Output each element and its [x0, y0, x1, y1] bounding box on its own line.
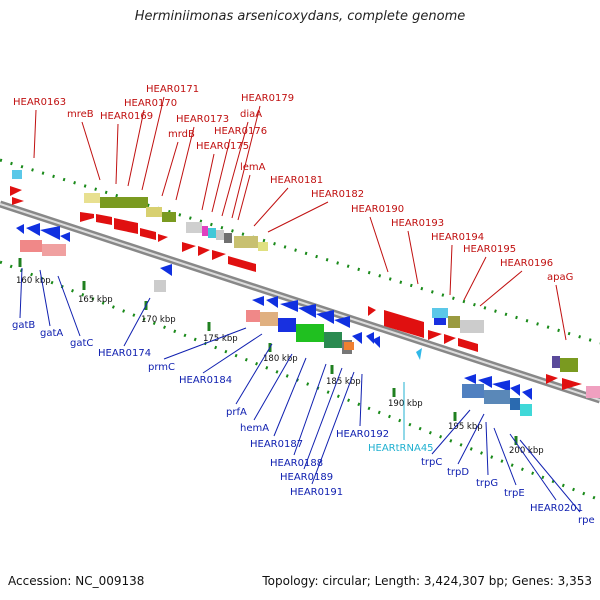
leader-line — [273, 357, 307, 437]
tick-label: 180 kbp — [263, 354, 298, 364]
leader-line — [19, 267, 23, 319]
gene-label[interactable]: HEAR0187 — [250, 439, 303, 450]
gene-label[interactable]: HEAR0173 — [176, 114, 229, 125]
gene-label[interactable]: HEAR0194 — [431, 232, 484, 243]
gene-label[interactable]: gatC — [70, 338, 93, 349]
leader-line — [253, 187, 289, 227]
leader-line — [485, 421, 489, 476]
leader-line — [407, 230, 419, 285]
leader-line — [253, 353, 293, 421]
leader-line — [267, 201, 329, 233]
gene-label[interactable]: HEAR0175 — [196, 141, 249, 152]
leader-line — [231, 105, 261, 219]
gene-label[interactable]: diaA — [240, 109, 262, 120]
leader-line — [127, 109, 145, 187]
tick-label: 200 kbp — [509, 446, 544, 456]
leader-line — [81, 121, 101, 181]
leader-line — [161, 141, 179, 197]
gene-label[interactable]: HEAR0192 — [336, 429, 389, 440]
gene-label[interactable]: trpG — [476, 478, 498, 489]
gene-label[interactable]: HEAR0163 — [13, 97, 66, 108]
leader-line — [201, 153, 215, 211]
reverse-strand-features — [16, 223, 532, 416]
gene-label[interactable]: HEAR0181 — [270, 175, 323, 186]
leader-line — [519, 439, 581, 513]
leader-line — [311, 371, 355, 485]
leader-line — [457, 413, 485, 465]
gene-label[interactable]: HEAR0188 — [270, 458, 323, 469]
gene-label[interactable]: hemA — [240, 423, 269, 434]
tick-label: 160 kbp — [16, 276, 51, 286]
leader-line — [175, 126, 195, 201]
tick-label: 175 kbp — [203, 334, 238, 344]
leader-line — [211, 138, 231, 213]
leader-line — [163, 327, 247, 360]
gene-label[interactable]: HEAR0174 — [98, 348, 151, 359]
gene-label[interactable]: HEAR0170 — [124, 98, 177, 109]
gene-label[interactable]: HEAR0196 — [500, 258, 553, 269]
gene-label[interactable]: HEAR0179 — [241, 93, 294, 104]
leader-line — [555, 284, 567, 341]
gene-label[interactable]: mreB — [67, 109, 94, 120]
tick-label: 195 kbp — [448, 422, 483, 432]
gene-label[interactable]: HEARtRNA45 — [368, 443, 434, 454]
leader-line — [431, 409, 471, 455]
reverse-gene-labels: gatB gatA gatC HEAR0174 prmC HEAR0184 prfA hemA… — [12, 267, 595, 526]
gene-label[interactable]: HEAR0171 — [146, 84, 199, 95]
leader-line — [509, 433, 557, 501]
leader-line — [202, 333, 263, 374]
gene-label[interactable]: HEAR0201 — [530, 503, 583, 514]
leader-line — [235, 343, 273, 405]
tick-label: 190 kbp — [388, 399, 423, 409]
gene-label[interactable]: prfA — [226, 407, 247, 418]
gene-label[interactable]: HEAR0195 — [463, 244, 516, 255]
gene-label[interactable]: HEAR0189 — [280, 472, 333, 483]
tick-label: 170 kbp — [141, 315, 176, 325]
kbp-ticks: 160 kbp 165 kbp 170 kbp 175 kbp 180 kbp 185 k… — [16, 258, 544, 456]
topology-text: Topology: circular; Length: 3,424,307 bp… — [262, 574, 592, 588]
leader-line — [33, 109, 37, 159]
gene-label[interactable]: HEAR0191 — [290, 487, 343, 498]
gene-label[interactable]: HEAR0169 — [100, 111, 153, 122]
leader-line — [493, 427, 517, 486]
gene-label[interactable]: mrdB — [168, 129, 195, 140]
leader-line — [237, 174, 251, 221]
leader-line — [57, 275, 81, 337]
leader-line — [221, 121, 249, 217]
leader-line — [141, 96, 165, 191]
leader-line — [479, 270, 523, 307]
gene-label[interactable]: gatA — [40, 328, 63, 339]
leader-line — [369, 216, 389, 273]
tick-label: 165 kbp — [78, 295, 113, 305]
gene-label[interactable]: HEAR0182 — [311, 189, 364, 200]
leader-line — [39, 269, 51, 327]
leader-line — [463, 256, 487, 301]
leader-line — [123, 297, 151, 347]
leader-line — [449, 244, 453, 296]
gene-label[interactable]: gatB — [12, 320, 35, 331]
leader-line — [293, 363, 327, 456]
forward-strand-features — [10, 170, 600, 398]
gene-label[interactable]: lemA — [240, 162, 266, 173]
leader-line — [115, 123, 119, 185]
gene-label[interactable]: HEAR0176 — [214, 126, 267, 137]
gene-label[interactable]: HEAR0190 — [351, 204, 404, 215]
gene-label[interactable]: rpe — [578, 515, 595, 526]
gene-label[interactable]: apaG — [547, 272, 573, 283]
leader-line — [303, 367, 343, 470]
gene-label[interactable]: trpD — [447, 467, 469, 478]
genome-title: Herminiimonas arsenicoxydans, complete g… — [134, 9, 466, 24]
gene-label[interactable]: HEAR0193 — [391, 218, 444, 229]
gene-label[interactable]: prmC — [148, 362, 175, 373]
leader-line — [359, 373, 363, 427]
accession-text: Accession: NC_009138 — [8, 574, 145, 588]
gene-label[interactable]: HEAR0184 — [179, 375, 232, 386]
gene-label[interactable]: trpE — [504, 488, 525, 499]
tick-label: 185 kbp — [326, 377, 361, 387]
genome-backbone — [0, 200, 600, 404]
gene-label[interactable]: trpC — [421, 457, 442, 468]
